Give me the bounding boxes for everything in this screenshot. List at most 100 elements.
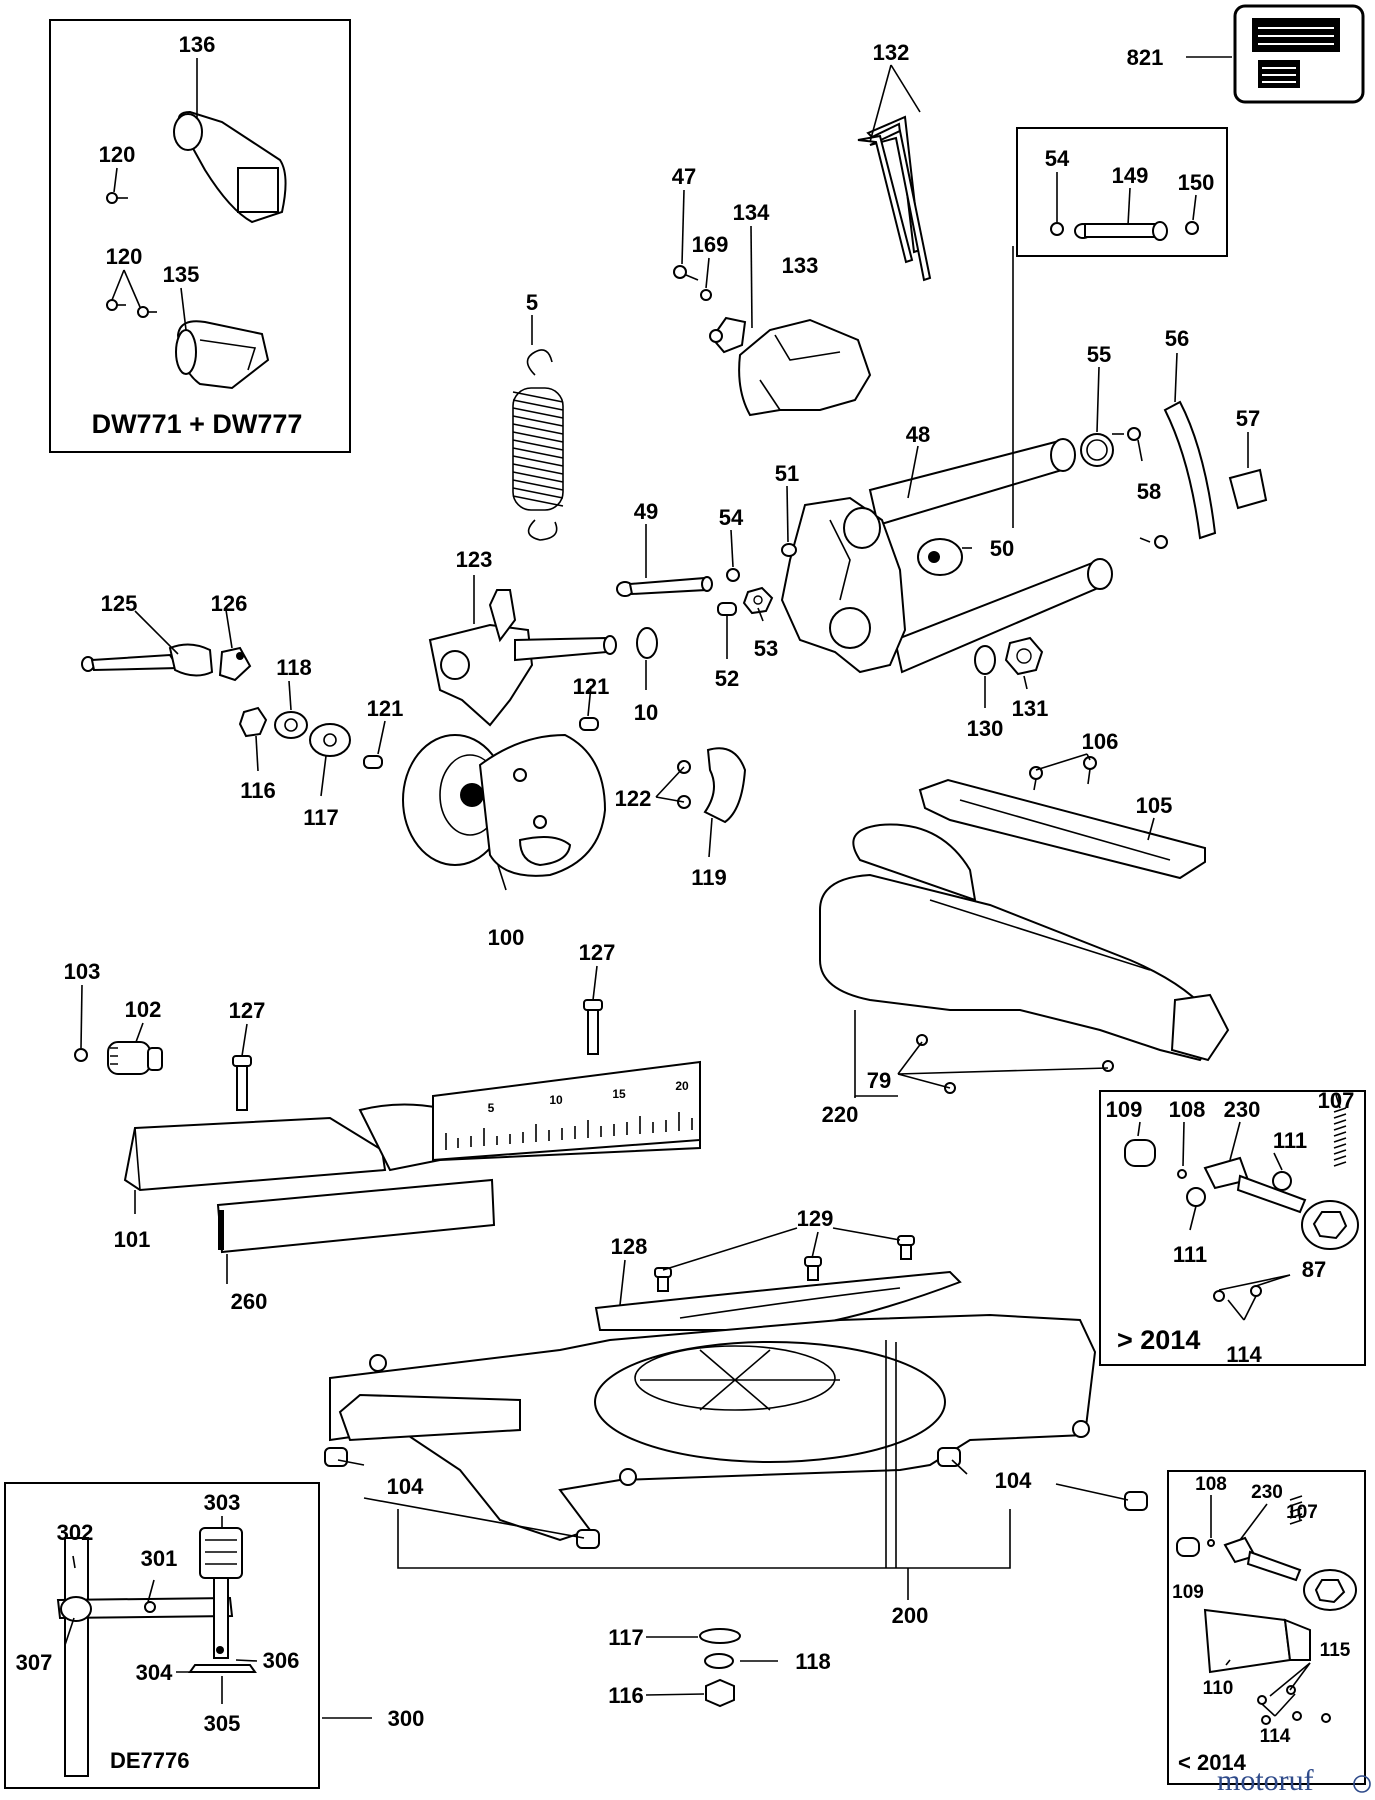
copyright-icon [1353,1775,1371,1793]
callout-127a: 127 [229,998,266,1023]
callout-821: 821 [1127,45,1164,70]
callout-306: 306 [263,1648,300,1673]
callout-108n: 108 [1169,1097,1206,1122]
spring-5 [512,349,564,541]
washer-54 [726,568,740,582]
callout-55: 55 [1087,342,1111,367]
inset-dw-caption: DW771 + DW777 [92,409,303,439]
callout-111na: 111 [1273,1128,1307,1153]
callout-121b: 121 [573,674,610,699]
leader-lines [64,56,1341,1719]
washer-10 [636,627,658,659]
callout-117b: 117 [608,1625,644,1650]
bracket-119 [703,747,747,824]
callout-106: 106 [1082,729,1119,754]
base-200 [329,1313,1097,1542]
callout-220: 220 [822,1102,859,1127]
callout-301: 301 [141,1546,178,1571]
callout-132: 132 [873,40,910,65]
screw-127a [232,1055,252,1111]
knob-126 [218,646,252,682]
clip-150 [1185,221,1199,235]
new-inset-parts [1124,1107,1359,1302]
nut-53 [742,586,774,615]
scale-mark-10: 10 [549,1093,563,1107]
rail-bracket-assembly [780,438,1113,674]
washer-117b [699,1628,741,1644]
guard-link-133 [738,318,872,417]
bushing-121b [579,717,599,731]
callout-57: 57 [1236,406,1260,431]
strip-56 [1163,400,1217,540]
callout-136: 136 [179,32,216,57]
screw-120 [106,192,157,318]
callout-101: 101 [114,1227,151,1252]
scale-mark-15: 15 [612,1087,626,1101]
washer-54-inset [1050,222,1064,236]
callout-114n: 114 [1226,1342,1262,1367]
callout-121a: 121 [367,696,404,721]
callout-118b: 118 [795,1649,831,1674]
inset-dw771-box [49,19,351,453]
old-inset-parts [1176,1495,1357,1725]
clip-134 [709,316,747,354]
screw-106 [1029,756,1097,791]
callout-116b: 116 [608,1683,644,1708]
callout-300: 300 [388,1706,425,1731]
knob-102 [107,1041,163,1075]
washer-169 [700,289,712,301]
callout-230o: 230 [1251,1482,1283,1503]
inset-pin-box [1016,127,1228,257]
callout-54a: 54 [1045,146,1070,171]
callout-302: 302 [57,1520,94,1545]
callout-52: 52 [715,666,739,691]
inset-old-caption: < 2014 [1178,1750,1247,1775]
bushing-121a [363,755,383,769]
callout-49: 49 [634,499,658,524]
screw-58 [1112,427,1168,549]
callout-104b: 104 [995,1468,1032,1493]
screw-79 [916,1034,1114,1094]
callout-107o: 107 [1286,1502,1318,1523]
pin-149 [1074,221,1168,241]
callout-labels: 136 120 120 135 132 821 47 169 134 133 5… [16,32,1355,1747]
inset-new-box [1099,1090,1366,1366]
callout-200: 200 [892,1603,929,1628]
scale-mark-20: 20 [675,1079,689,1093]
callout-303: 303 [204,1490,241,1515]
callout-56: 56 [1165,326,1189,351]
callout-128: 128 [611,1234,648,1259]
inset-clamp-caption: DE7776 [110,1748,190,1773]
callout-230n: 230 [1224,1097,1261,1122]
watermark-logo: motoruf [1217,1764,1314,1797]
callout-10: 10 [634,700,658,725]
arm-123 [428,589,617,727]
callout-114o: 114 [1260,1726,1291,1747]
scale-marks: 5 10 15 20 [445,1079,693,1150]
inset-clamp-box [4,1482,320,1789]
scale-mark-5: 5 [488,1101,495,1115]
callout-119: 119 [691,865,727,890]
scale-plate [432,1060,701,1162]
callout-107n: 107 [1318,1088,1355,1113]
callout-58: 58 [1137,479,1161,504]
callout-5: 5 [526,290,538,315]
callout-110o: 110 [1203,1678,1234,1699]
callout-134: 134 [733,200,770,225]
callout-120a: 120 [99,142,136,167]
callout-102: 102 [125,997,162,1022]
clamp-de7776 [56,1527,257,1777]
callout-115o: 115 [1320,1640,1351,1661]
inset-new-caption: > 2014 [1117,1325,1200,1355]
callout-127b: 127 [579,940,616,965]
foot-104 [324,1447,1148,1549]
screw-47 [673,265,699,281]
callout-304: 304 [136,1660,173,1685]
callout-129: 129 [797,1206,834,1231]
callout-111nb: 111 [1173,1242,1207,1267]
callout-53: 53 [754,636,778,661]
callout-116a: 116 [240,778,276,803]
callout-169: 169 [692,232,729,257]
washer-103 [74,1048,88,1062]
